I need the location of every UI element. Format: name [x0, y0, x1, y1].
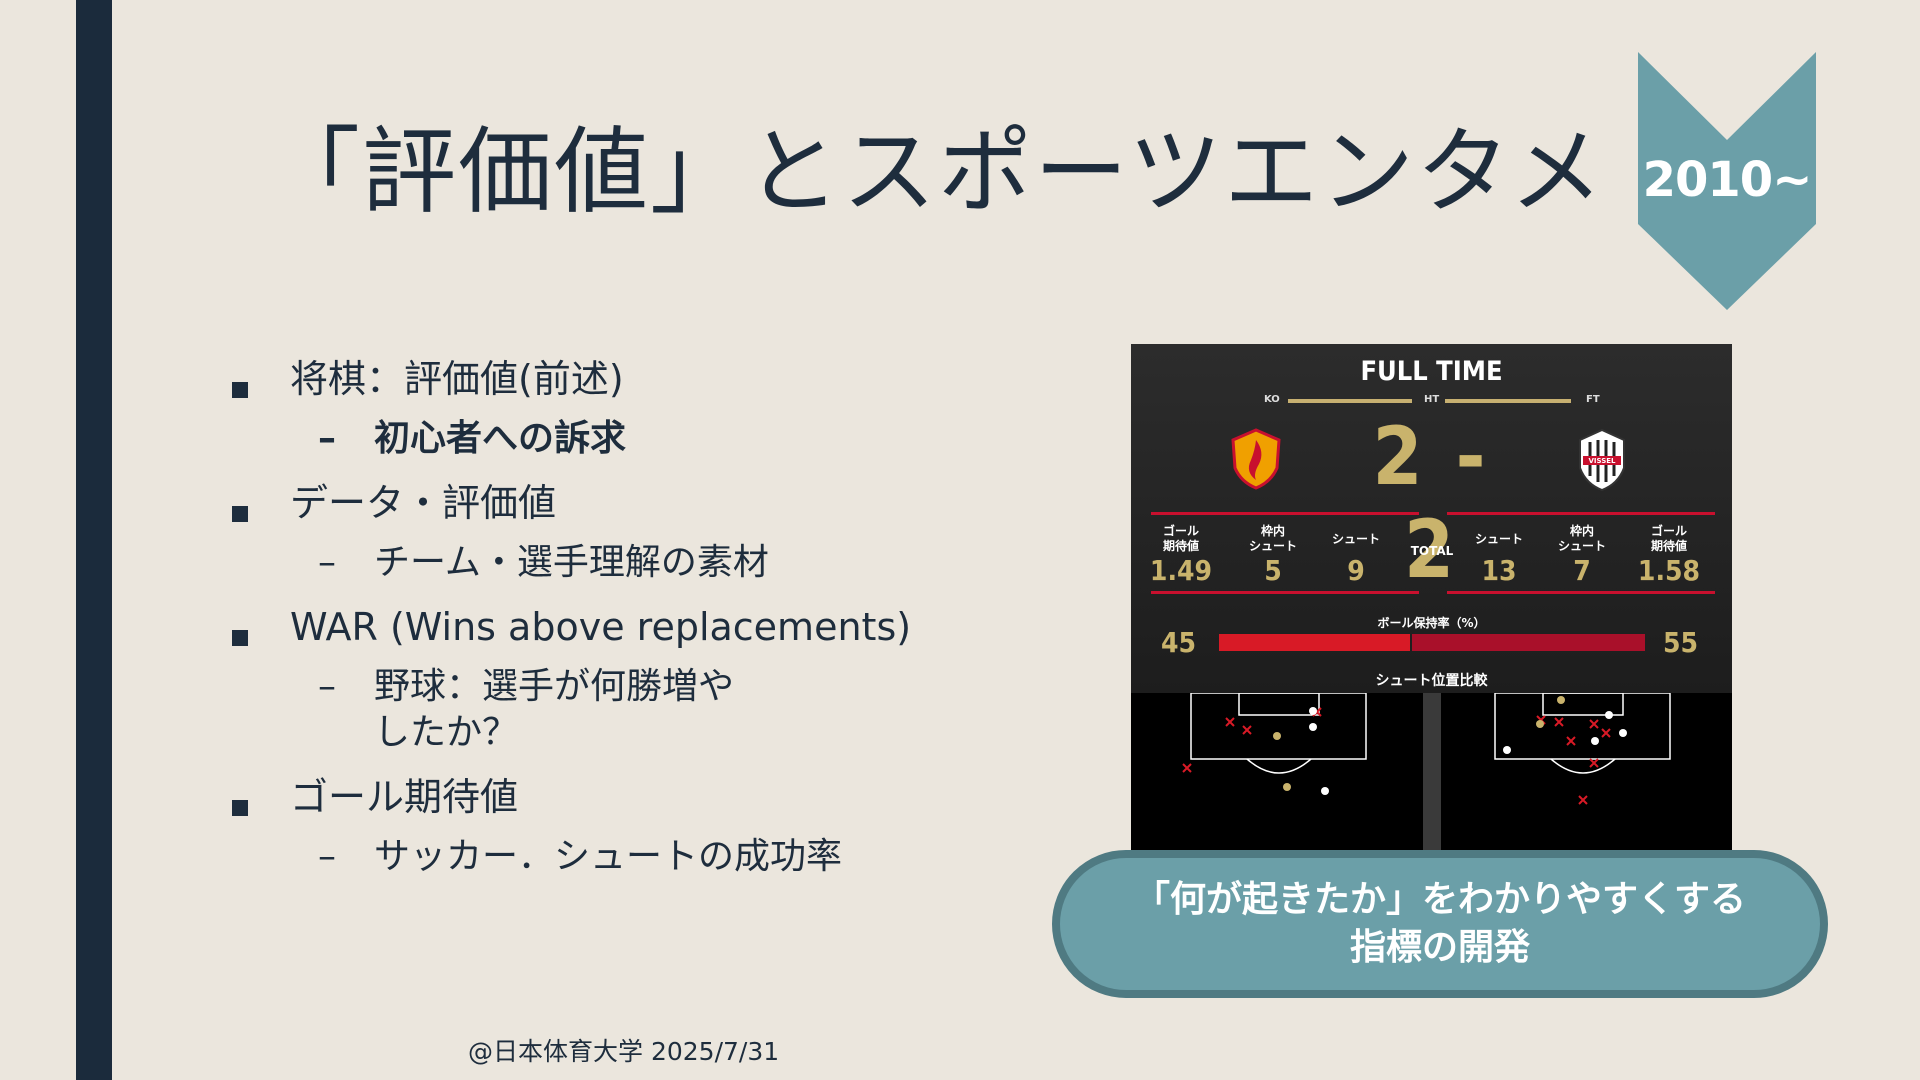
away-stat-label: シュート [1474, 532, 1523, 546]
away-crest-label: VISSEL [1588, 457, 1616, 465]
stat-divider [1151, 512, 1419, 515]
home-crest-icon [1231, 428, 1281, 490]
era-badge-label: 2010~ [1642, 152, 1813, 208]
callout-line-1: 「何が起きたか」をわかりやすくする [1133, 879, 1746, 920]
home-stat-label: ゴール 期待値 [1162, 524, 1199, 553]
timeline-ft-label: FT [1586, 394, 1600, 405]
sub-bullet-item: チーム・選手理解の素材 [228, 540, 934, 586]
home-stat-value: 9 [1347, 554, 1365, 587]
slide-footer: @日本体育大学 2025/7/31 [468, 1037, 780, 1066]
home-possession-bar [1219, 634, 1410, 651]
match-score: 2 - 2 [1372, 410, 1490, 596]
bullet-item: 将棋：評価値(前述) [228, 356, 928, 402]
key-message-callout: 「何が起きたか」をわかりやすくする 指標の開発 [1052, 850, 1828, 998]
home-stat-value: 1.49 [1149, 554, 1213, 587]
shot-map-pitches [1182, 693, 1671, 853]
timeline-ko-label: KO [1264, 394, 1280, 405]
shot-map [1131, 693, 1732, 853]
possession-label: ボール保持率（%） [1377, 616, 1486, 630]
bullet-item: データ・評価値 [228, 480, 928, 526]
callout-text: 「何が起きたか」をわかりやすくする 指標の開発 [1134, 876, 1746, 972]
home-stat-label: シュート [1331, 532, 1380, 546]
bullet-list: 将棋：評価値(前述) 初心者への訴求 データ・評価値 チーム・選手理解の素材 W… [228, 356, 928, 898]
away-crest-icon: VISSEL [1579, 428, 1625, 492]
home-possession-value: 45 [1161, 626, 1197, 659]
stat-divider [1151, 591, 1419, 594]
bullet-item: ゴール期待値 [228, 774, 928, 820]
away-possession-value: 55 [1663, 626, 1699, 659]
chevron-badge-icon [1638, 52, 1816, 310]
sub-bullet-item: 初心者への訴求 [228, 416, 934, 462]
bullet-item: WAR (Wins above replacements) [228, 604, 928, 650]
timeline-second-half [1445, 399, 1571, 403]
era-badge: 2010~ [1638, 52, 1816, 310]
stat-divider [1447, 512, 1715, 515]
slide-title: 「評価値」とスポーツエンタメ [266, 118, 1606, 227]
home-stat-label: 枠内 シュート [1248, 524, 1297, 553]
away-stat-label: 枠内 シュート [1557, 524, 1606, 553]
shot-map-label: シュート位置比較 [1375, 673, 1488, 689]
timeline-first-half [1288, 399, 1412, 403]
stat-divider [1447, 591, 1715, 594]
total-label: TOTAL [1410, 544, 1454, 558]
timeline-ht-label: HT [1424, 394, 1440, 405]
away-stat-value: 7 [1573, 554, 1591, 587]
match-scoreboard-image: FULL TIME KO HT FT 2 - 2 VISSEL ゴール 期待値 … [1131, 344, 1732, 693]
away-stat-label: ゴール 期待値 [1650, 524, 1687, 553]
left-accent-bar [76, 0, 112, 1080]
callout-line-2: 指標の開発 [1349, 927, 1530, 968]
home-stat-value: 5 [1264, 554, 1282, 587]
away-stat-value: 1.58 [1637, 554, 1701, 587]
sub-bullet-item: 野球：選手が何勝増やしたか？ [228, 664, 734, 756]
sub-bullet-item: サッカー．シュートの成功率 [228, 834, 934, 880]
scoreboard-title: FULL TIME [1360, 356, 1503, 387]
away-possession-bar [1412, 634, 1645, 651]
away-stat-value: 13 [1481, 554, 1517, 587]
